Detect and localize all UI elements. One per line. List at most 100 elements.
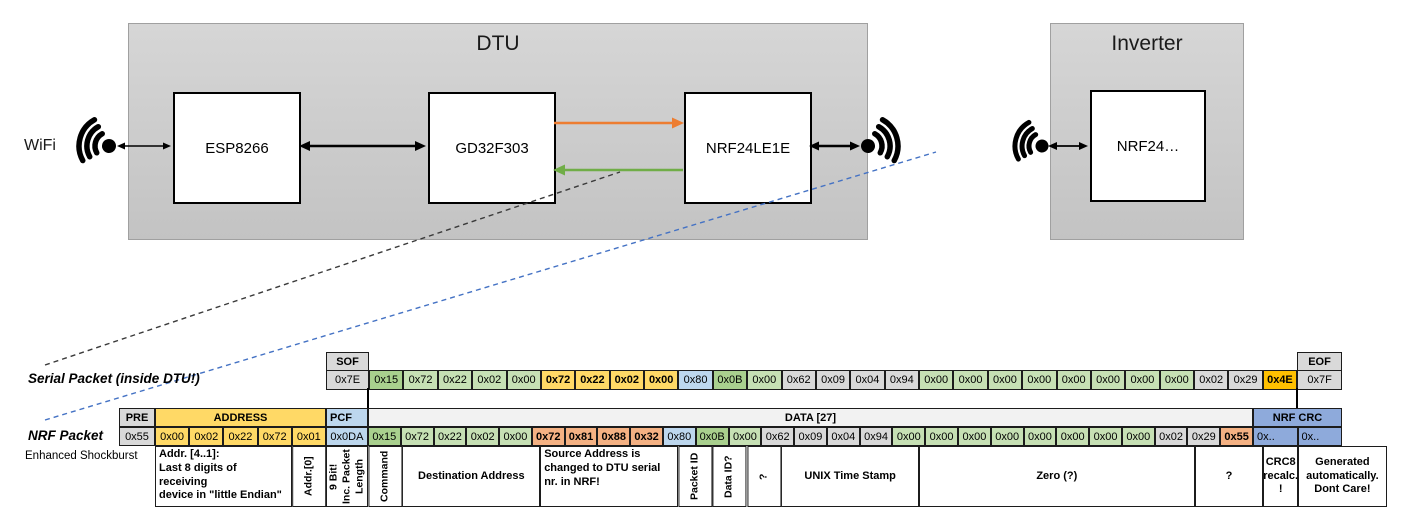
serial-byte-cell: 0x72 [540,370,576,390]
serial-byte-cell: 0x80 [678,370,713,390]
nrf-address-byte-cell: 0x02 [189,427,224,446]
unknown-byte-note: ? [746,446,782,507]
unix-time-stamp-note: UNIX Time Stamp [781,446,920,507]
nrf-address-byte-cell: 0x00 [155,427,190,446]
address-header-cell: ADDRESS [155,408,326,427]
nrf-byte-cell: 0x72 [400,427,434,446]
nrf-byte-cell: 0x00 [728,427,762,446]
zero-note: Zero (?) [919,446,1195,507]
destination-address-note: Destination Address [402,446,541,507]
serial-byte-cell: 0x4E [1262,370,1298,390]
serial-byte-cell: 0x00 [1022,370,1057,390]
nrf-byte-cell: 0x22 [433,427,467,446]
nrf-byte-cell: 0x00 [1056,427,1090,446]
serial-byte-cell: 0x00 [1056,370,1091,390]
arrow-wifi-inverter-nrf24 [1048,142,1088,150]
nrf-byte-cell: 0x09 [794,427,827,446]
eof-value-cell: 0x7F [1297,370,1343,390]
serial-byte-cell: 0x94 [884,370,919,390]
chip-inverter-nrf24: NRF24… [1090,90,1206,202]
command-note: Command [367,446,403,507]
arrow-gd32f303-to-nrf24le1e [554,117,684,129]
pre-header-cell: PRE [119,408,155,427]
packet-id-note: Packet ID [677,446,713,507]
nrf-crc-value-cell: 0x.. [1297,427,1343,446]
enhanced-shockburst-label: Enhanced Shockburst [25,450,138,462]
unknown-tail-note: ? [1194,446,1264,507]
nrf-byte-cell: 0x00 [1121,427,1155,446]
nrf-packet-annotation-row: Addr. [4..1]: Last 8 digits of receiving… [155,446,1387,507]
source-address-note: Source Address is changed to DTU serial … [540,446,678,507]
nrf-byte-cell: 0x0B [695,427,729,446]
nrf-byte-cell: 0x29 [1187,427,1221,446]
sof-header-cell: SOF [326,352,369,371]
nrf-byte-cell: 0x00 [1089,427,1122,446]
chip-nrf24le1e: NRF24LE1E [684,92,812,204]
nrf-byte-cell: 0x00 [958,427,991,446]
nrf-byte-cell: 0x32 [630,427,663,446]
serial-byte-cell: 0x00 [506,370,541,390]
nrf-packet-label: NRF Packet [28,428,104,443]
pre-value-cell: 0x55 [119,427,155,446]
table-connector-right [1296,388,1298,410]
serial-byte-cell: 0x00 [644,370,679,390]
blue-dashed-callout-line [44,151,937,421]
sof-value-cell: 0x7E [326,370,369,390]
nrf-byte-cell: 0x04 [826,427,860,446]
nrf-address-byte-cell: 0x72 [257,427,292,446]
nrf-byte-cell: 0x02 [1154,427,1188,446]
arrow-nrf24le1e-to-gd32f303 [553,164,683,176]
nrf-byte-cell: 0x02 [466,427,500,446]
serial-byte-cell: 0x00 [987,370,1023,390]
pcf-header-cell: PCF [326,408,368,427]
nrf-byte-cell: 0x00 [499,427,532,446]
serial-byte-cell: 0x15 [369,370,404,390]
inverter-group-box: Inverter [1050,23,1244,240]
wifi-icon-dtu-left [76,117,116,164]
crc8-note: CRC8 recalc. ! [1263,446,1298,507]
pcf-note: 9 Bit! Inc. Packet Length [325,446,368,507]
nrf-crc-note: Generated automatically. Dont Care! [1297,446,1387,507]
eof-header-cell: EOF [1297,352,1342,371]
arrow-nrf24le1e-wifi [809,141,860,151]
nrf-byte-cell: 0x81 [564,427,598,446]
serial-byte-cell: 0x00 [747,370,782,390]
serial-byte-cell: 0x00 [919,370,954,390]
serial-byte-cell: 0x04 [850,370,885,390]
address-0-note: Addr.[0] [291,446,326,507]
wifi-icon-inverter [1012,119,1049,162]
arrow-esp8266-gd32f303 [299,141,426,151]
nrf-byte-cell: 0x94 [859,427,893,446]
serial-byte-cell: 0x00 [1090,370,1126,390]
data-id-note: Data ID? [712,446,747,507]
serial-byte-cell: 0x02 [1194,370,1229,390]
serial-byte-cell: 0x72 [403,370,438,390]
wifi-label: WiFi [24,137,56,154]
nrf-byte-cell: 0x62 [761,427,795,446]
serial-byte-cell: 0x02 [609,370,644,390]
nrf-address-byte-cell: 0x01 [291,427,326,446]
pcf-value-cell: 0x0DA [325,427,368,446]
arrow-wifi-esp8266 [117,142,171,150]
serial-byte-cell: 0x0B [712,370,748,390]
serial-packet-label: Serial Packet (inside DTU!) [28,371,200,386]
nrf-byte-cell: 0x15 [367,427,401,446]
serial-byte-cell: 0x62 [781,370,816,390]
serial-byte-cell: 0x22 [575,370,610,390]
nrf-byte-cell: 0x88 [597,427,631,446]
wifi-icon-dtu-right [861,117,901,164]
serial-byte-cell: 0x09 [815,370,851,390]
nrf-address-byte-cell: 0x22 [223,427,258,446]
table-connector-left [367,388,369,410]
address-4-1-note: Addr. [4..1]: Last 8 digits of receiving… [155,446,292,507]
nrf-byte-cell: 0x00 [1023,427,1057,446]
nrf-crc-header-cell: NRF CRC [1253,408,1342,427]
nrf-byte-cell: 0x00 [990,427,1024,446]
inverter-title: Inverter [1111,32,1183,55]
nrf-byte-cell: 0x80 [662,427,696,446]
serial-byte-cell: 0x29 [1228,370,1263,390]
